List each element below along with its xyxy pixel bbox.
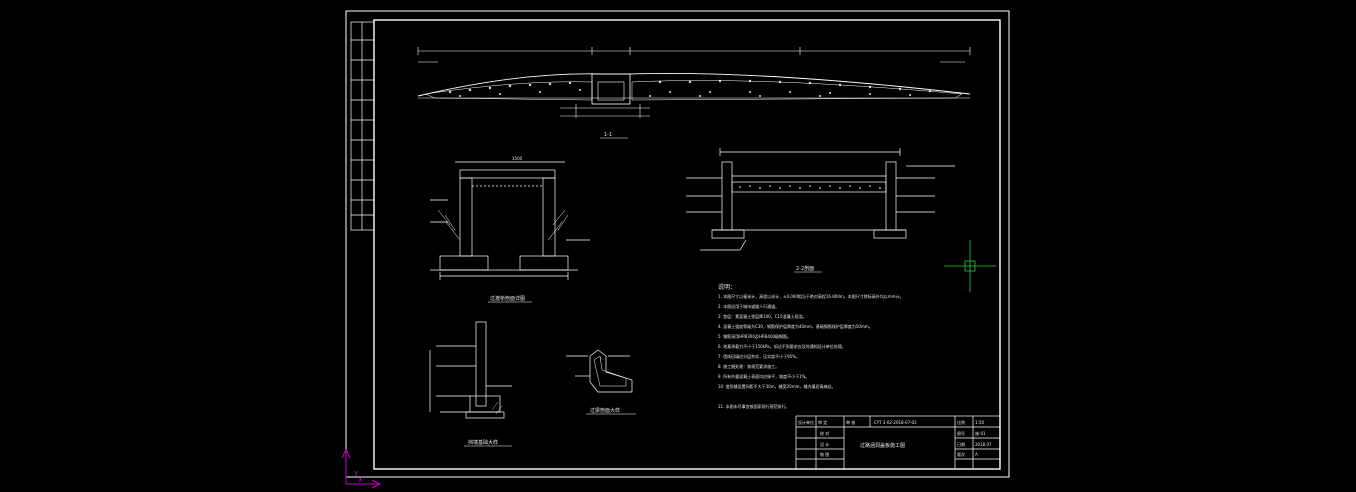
note-item-9: 9. 所有外露混凝土表面均应抹平，坡度不小于1%。 xyxy=(718,373,809,379)
note-item-11: 11. 本图未尽事宜按国家现行规范执行。 xyxy=(718,403,790,409)
title-block-right-label-1: 图号 xyxy=(957,430,965,436)
title-block-right-value-1: 施-01 xyxy=(975,430,986,436)
embankment-hatch xyxy=(448,79,932,97)
title-block-label-3: 校 对 xyxy=(820,430,829,436)
note-item-3: 3. 垫层：素混凝土垫层厚100，C15混凝土现浇。 xyxy=(718,313,807,319)
title-block xyxy=(795,415,1001,470)
section-2-2-label: 2-2剖面 xyxy=(796,265,814,272)
note-item-4: 4. 混凝土强度等级为C30，钢筋保护层厚度为40mm，基础钢筋保护层厚度为50… xyxy=(718,323,873,329)
title-block-label-0: 设计单位 xyxy=(798,419,814,425)
longitudinal-section-1-1 xyxy=(417,47,971,118)
title-block-label-4: 设 计 xyxy=(820,441,829,447)
note-item-2: 2. 本图适用于城市道路人行通道。 xyxy=(718,303,779,309)
note-item-1: 1. 本图尺寸以毫米计，高程以米计，±0.000相当于绝对高程16.800m，本… xyxy=(718,293,904,299)
title-block-project-code: CYT 3-02-2018-07-02 xyxy=(874,420,917,425)
notes-heading: 说明： xyxy=(718,283,736,291)
detail-a-label: 过渡桥剖面详图 xyxy=(490,295,525,302)
section-2-2 xyxy=(686,148,955,251)
drawing-sheet-frame xyxy=(345,10,1010,478)
wall-footing-detail xyxy=(429,321,512,419)
note-item-5: 5. 钢筋采用HPB300及HRB400级钢筋。 xyxy=(718,333,791,339)
section-1-1-label: 1-1 xyxy=(604,132,612,138)
title-block-right-value-0: 1:50 xyxy=(975,420,984,425)
title-block-drawing-title: 过路涵洞盖板施工图 xyxy=(860,442,905,449)
note-item-10: 10. 变形缝设置间距不大于30m，缝宽20mm，缝内填沥青麻丝。 xyxy=(718,383,836,389)
ucs-y-label: Y xyxy=(353,470,359,478)
title-block-label-5: 制 图 xyxy=(820,451,829,457)
note-item-8: 8. 施工缝处理：按规范要求施工。 xyxy=(718,363,779,369)
title-block-label-2: 审 核 xyxy=(846,419,855,425)
ucs-x-label: X xyxy=(358,476,363,484)
culvert-cross-section xyxy=(430,161,590,280)
title-block-right-value-3: A xyxy=(975,452,978,457)
title-block-right-label-3: 版次 xyxy=(957,451,965,457)
title-block-right-label-0: 比例 xyxy=(957,419,965,425)
section-2-2-slab-hatch xyxy=(739,185,881,189)
title-block-right-label-2: 日期 xyxy=(957,441,965,447)
detail-c-label: 挡墙基础大样 xyxy=(468,439,498,446)
note-item-7: 7. 墙体回填应分层夯实，压实度不小于95%。 xyxy=(718,353,800,359)
title-block-label-1: 审 定 xyxy=(818,419,827,425)
culvert-top-dimension: 1500 xyxy=(512,156,523,161)
design-notes: 说明： 1. 本图尺寸以毫米计，高程以米计，±0.000相当于绝对高程16.80… xyxy=(718,283,904,409)
note-item-6: 6. 地基承载力不小于150kPa，如达不到要求应及时通知设计单位处理。 xyxy=(718,343,846,349)
detail-b-label: 过梁剖面大样 xyxy=(590,407,620,414)
title-block-right-value-2: 2018.07 xyxy=(975,442,992,447)
lintel-detail xyxy=(566,349,633,393)
ucs-icon xyxy=(341,448,382,489)
crosshair-cursor[interactable] xyxy=(944,240,996,292)
left-revision-strip xyxy=(350,21,375,231)
